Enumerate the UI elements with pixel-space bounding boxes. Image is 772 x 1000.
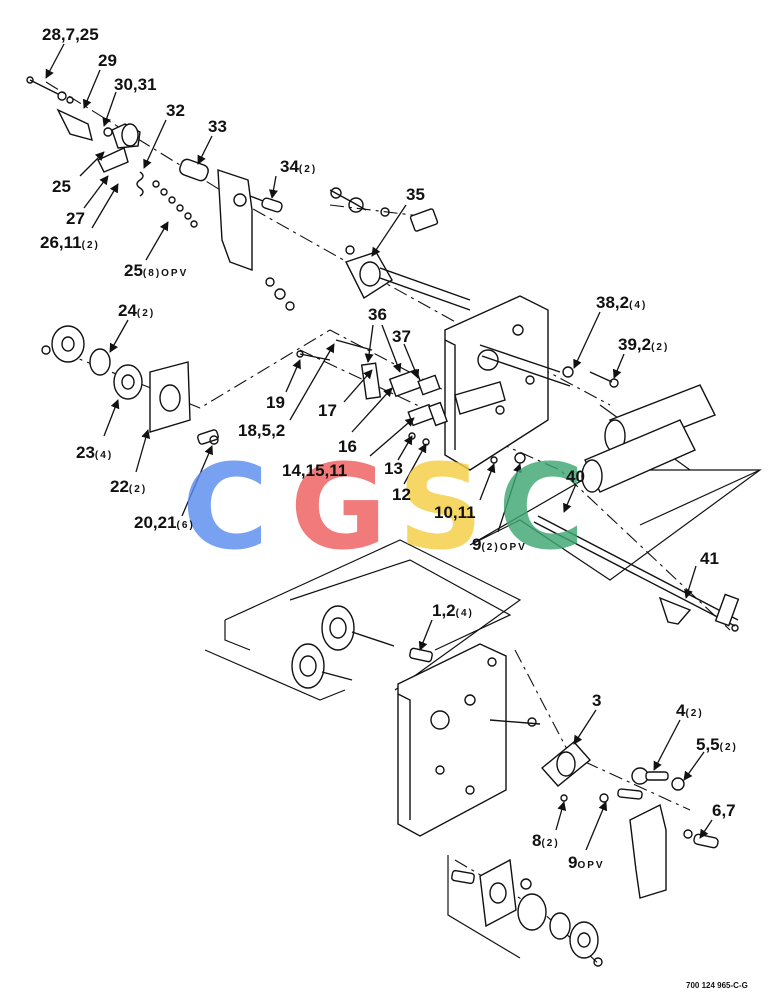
- callout-label: 4(2): [676, 701, 704, 720]
- callout-label: 32: [166, 101, 185, 120]
- callout-label: 6,7: [712, 801, 736, 820]
- callout-label: 20,21(6): [134, 513, 195, 532]
- rollers: [454, 381, 716, 493]
- callout-label: 1,2(4): [432, 601, 474, 620]
- shaft-41: [533, 515, 740, 632]
- callout-label: 24(2): [118, 301, 155, 320]
- document-code: 700 124 965-C-G: [686, 981, 748, 990]
- callout-label: 19: [266, 393, 285, 412]
- lower-frame-plate: [397, 643, 541, 837]
- callout-label: 25(8)OPV: [124, 261, 188, 280]
- callout-labels: 28,7,25 29 30,31 32 33 34(2) 35 25 27 26…: [40, 25, 738, 872]
- callout-label: 14,15,11: [282, 461, 347, 480]
- callout-label: 35: [406, 185, 425, 204]
- leader-lines: [45, 43, 713, 851]
- callout-label: 25: [52, 177, 71, 196]
- callout-label: 28,7,25: [42, 25, 99, 44]
- callout-label: 36: [368, 305, 387, 324]
- callout-label: 13: [384, 459, 403, 478]
- bottom-bearing-assembly: [451, 858, 603, 967]
- callout-label: 41: [700, 549, 719, 568]
- callout-label: 34(2): [280, 157, 317, 176]
- callout-label: 9OPV: [568, 853, 605, 872]
- watermark-letter-g: G: [290, 438, 387, 576]
- callout-label: 12: [392, 485, 411, 504]
- callout-label: 17: [318, 401, 337, 420]
- top-bracket-assembly: [26, 76, 209, 228]
- upper-side-plate: [217, 169, 439, 311]
- callout-label: 30,31: [114, 75, 157, 94]
- callout-label: 3: [592, 691, 601, 710]
- callout-label: 29: [98, 51, 117, 70]
- callout-label: 33: [208, 117, 227, 136]
- callout-label: 5,5(2): [696, 735, 738, 754]
- callout-label: 16: [338, 437, 357, 456]
- watermark-letter-c1: C: [182, 438, 269, 576]
- lower-rollers: [291, 605, 433, 689]
- outline-borders: [204, 404, 762, 959]
- callout-label: 37: [392, 327, 411, 346]
- callout-label: 18,5,2: [238, 421, 285, 440]
- callout-label: 22(2): [110, 477, 147, 496]
- left-bearing-assembly: [41, 325, 219, 445]
- callout-label: 10,11: [434, 503, 476, 522]
- callout-label: 38,2(4): [596, 293, 647, 312]
- callout-label: 27: [66, 209, 85, 228]
- callout-label: 8(2): [532, 831, 560, 850]
- callout-label: 40: [566, 467, 585, 486]
- callout-label: 39,2(2): [618, 335, 669, 354]
- callout-label: 23(4): [76, 443, 113, 462]
- bearing-flange-35: [345, 245, 471, 311]
- callout-label: 26,11(2): [40, 233, 100, 252]
- watermark-logo: C G S C: [182, 438, 585, 576]
- watermark-letter-s: S: [398, 438, 483, 576]
- callout-label: 9(2)OPV: [472, 535, 527, 554]
- lower-right-bearing: [540, 741, 719, 899]
- watermark-letter-c2: C: [498, 438, 585, 576]
